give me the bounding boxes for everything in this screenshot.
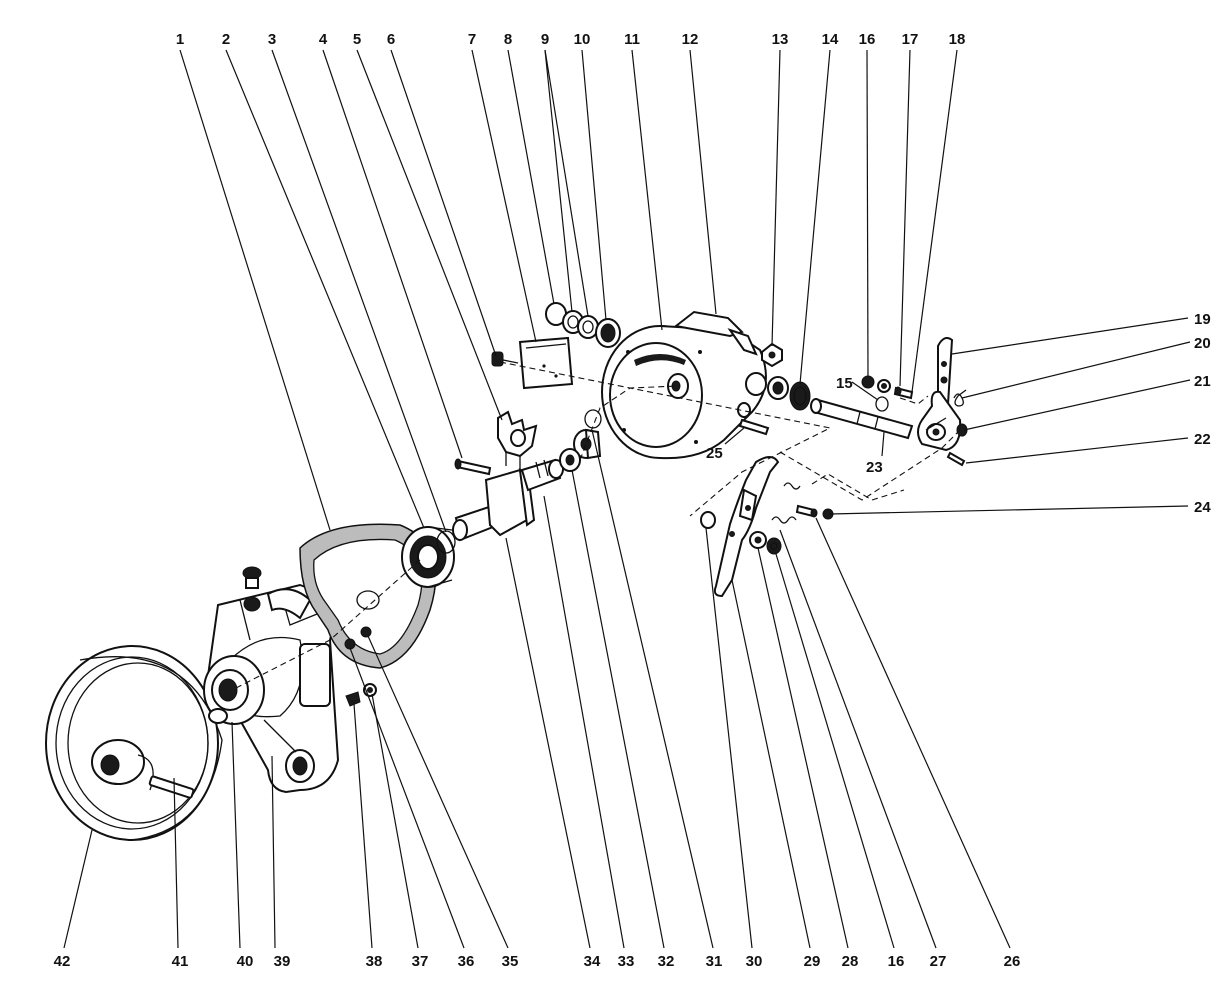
cover-plate bbox=[518, 336, 574, 390]
label-9: 9 bbox=[541, 31, 549, 48]
label-17: 17 bbox=[902, 31, 919, 48]
alignment-lines bbox=[235, 361, 963, 689]
label-16-top: 16 bbox=[859, 31, 876, 48]
label-23: 23 bbox=[866, 459, 883, 476]
spring-20 bbox=[953, 389, 967, 407]
washer-28 bbox=[749, 531, 767, 549]
pulley-key bbox=[148, 775, 195, 799]
label-14: 14 bbox=[822, 31, 839, 48]
spring-14 bbox=[789, 381, 811, 411]
spring-27 bbox=[771, 482, 801, 524]
lever-arm bbox=[713, 456, 780, 598]
label-18: 18 bbox=[949, 31, 966, 48]
label-41: 41 bbox=[172, 953, 189, 970]
screw-4 bbox=[454, 458, 492, 476]
roller-31 bbox=[700, 511, 716, 529]
seal-washers bbox=[545, 302, 599, 339]
label-5: 5 bbox=[353, 31, 361, 48]
label-8: 8 bbox=[504, 31, 512, 48]
label-4: 4 bbox=[319, 31, 328, 48]
bolt-35 bbox=[360, 626, 372, 638]
label-25: 25 bbox=[706, 445, 723, 462]
label-16-bottom: 16 bbox=[888, 953, 905, 970]
label-36: 36 bbox=[458, 953, 475, 970]
bolt-36 bbox=[344, 638, 356, 650]
o-ring-15 bbox=[875, 396, 889, 412]
washer-21 bbox=[956, 423, 968, 437]
bottom-labels: 42 41 40 39 38 37 36 35 34 33 32 31 30 2… bbox=[54, 953, 1021, 970]
pulley bbox=[45, 645, 223, 841]
label-37: 37 bbox=[412, 953, 429, 970]
bearing-14 bbox=[767, 376, 789, 400]
label-27: 27 bbox=[930, 953, 947, 970]
collar-33 bbox=[559, 448, 581, 472]
label-12: 12 bbox=[682, 31, 699, 48]
nut-16-bottom bbox=[766, 537, 782, 555]
bearing bbox=[401, 526, 455, 588]
shift-lever bbox=[917, 337, 962, 452]
label-1: 1 bbox=[176, 31, 184, 48]
bearing-10 bbox=[595, 318, 621, 348]
fill-plug bbox=[242, 566, 312, 620]
shaft-assembly bbox=[452, 458, 564, 542]
gear-housing bbox=[203, 583, 342, 794]
nut-16-top bbox=[861, 375, 891, 393]
washer-31 bbox=[584, 409, 602, 429]
nut-13 bbox=[761, 342, 783, 368]
label-7: 7 bbox=[468, 31, 476, 48]
label-19: 19 bbox=[1194, 311, 1211, 328]
label-22: 22 bbox=[1194, 431, 1211, 448]
label-32: 32 bbox=[658, 953, 675, 970]
bolt-26 bbox=[795, 504, 818, 518]
label-6: 6 bbox=[387, 31, 395, 48]
inner-labels: 15 23 25 bbox=[706, 375, 883, 476]
main-housing bbox=[601, 310, 767, 460]
label-3: 3 bbox=[268, 31, 276, 48]
label-28: 28 bbox=[842, 953, 859, 970]
label-26: 26 bbox=[1004, 953, 1021, 970]
shift-fork bbox=[497, 410, 538, 470]
label-15: 15 bbox=[836, 375, 853, 392]
label-13: 13 bbox=[772, 31, 789, 48]
bolt-17 bbox=[893, 386, 914, 400]
label-2: 2 bbox=[222, 31, 230, 48]
label-29: 29 bbox=[804, 953, 821, 970]
shift-shaft bbox=[810, 398, 914, 440]
leader-lines bbox=[63, 49, 1191, 949]
label-33: 33 bbox=[618, 953, 635, 970]
label-38: 38 bbox=[366, 953, 383, 970]
label-21: 21 bbox=[1194, 373, 1211, 390]
label-30: 30 bbox=[746, 953, 763, 970]
label-39: 39 bbox=[274, 953, 291, 970]
label-20: 20 bbox=[1194, 335, 1211, 352]
label-34: 34 bbox=[584, 953, 601, 970]
label-35: 35 bbox=[502, 953, 519, 970]
label-11: 11 bbox=[624, 31, 640, 48]
label-24: 24 bbox=[1194, 499, 1211, 516]
label-10: 10 bbox=[574, 31, 591, 48]
pin-22 bbox=[946, 451, 966, 467]
label-42: 42 bbox=[54, 953, 71, 970]
label-31: 31 bbox=[706, 953, 723, 970]
top-labels: 1 2 3 4 5 6 7 8 9 10 11 12 13 14 16 17 1… bbox=[176, 31, 966, 48]
right-labels: 19 20 21 22 24 bbox=[1194, 311, 1211, 516]
label-40: 40 bbox=[237, 953, 254, 970]
bolt-38 bbox=[345, 691, 361, 707]
pin-25 bbox=[738, 418, 770, 436]
